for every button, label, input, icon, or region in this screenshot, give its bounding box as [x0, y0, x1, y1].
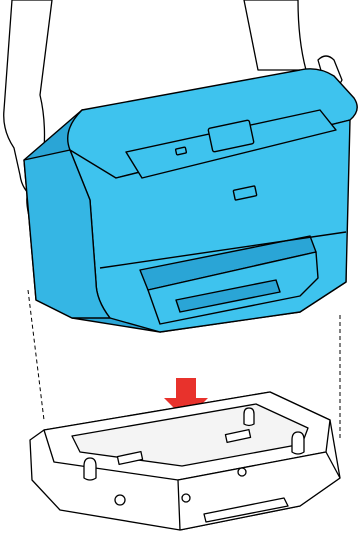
optional-cassette-unit-icon [30, 392, 340, 530]
screw-hole-1 [115, 495, 125, 505]
screw-hole-2 [182, 494, 190, 502]
left-guide-line [28, 290, 44, 420]
right-arm [244, 0, 306, 70]
alignment-pin-left [84, 458, 96, 480]
power-button [175, 147, 186, 155]
printer-icon [24, 69, 357, 332]
alignment-pin-back [244, 408, 254, 426]
alignment-pin-right [292, 432, 304, 454]
screw-hole-3 [238, 468, 246, 476]
